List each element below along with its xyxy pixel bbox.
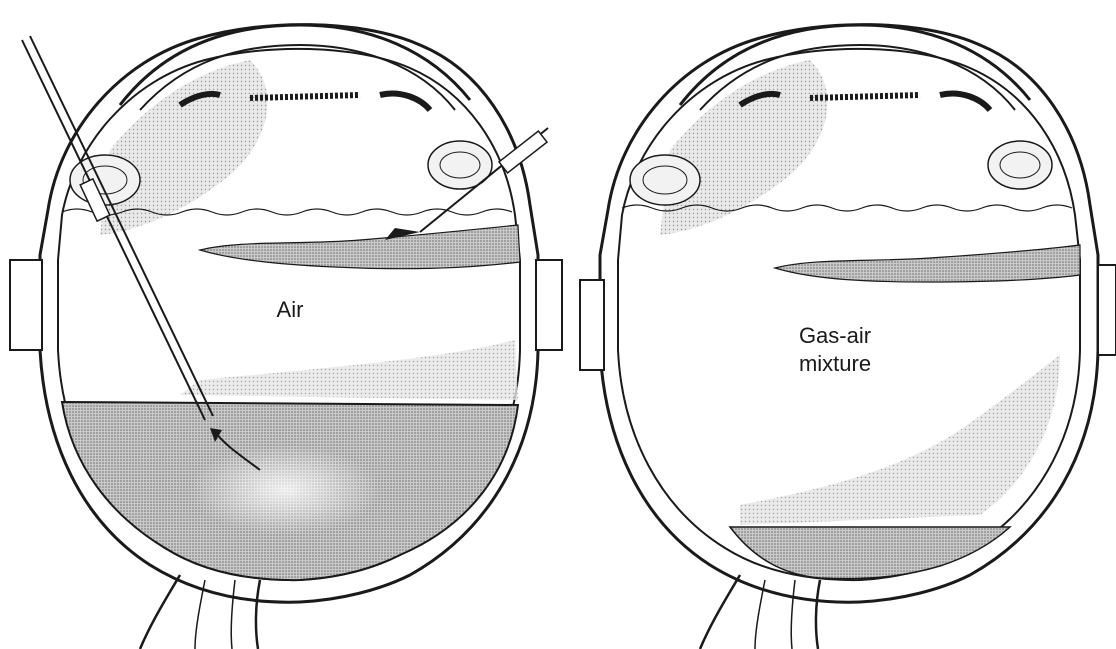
label-air: Air	[250, 296, 330, 324]
label-gas-air-line-1: Gas-air	[780, 322, 890, 350]
label-gas-air-line-2: mixture	[780, 350, 890, 378]
label-air-line: Air	[277, 297, 304, 322]
eye-left	[10, 25, 562, 649]
label-gas-air-mixture: Gas-air mixture	[780, 322, 890, 378]
